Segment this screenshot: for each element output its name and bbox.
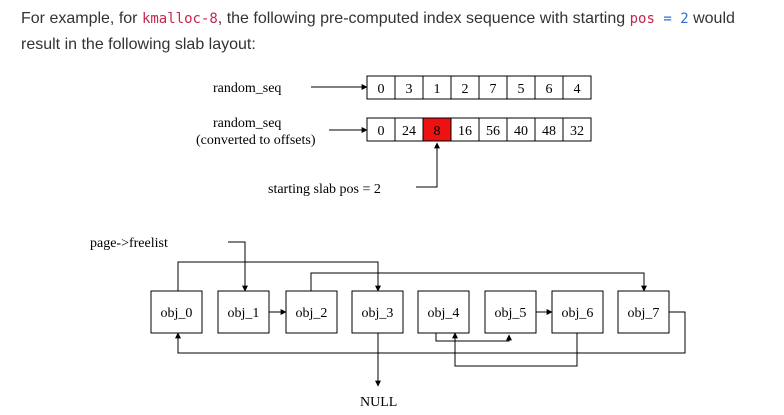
label-null: NULL bbox=[360, 395, 397, 410]
label-converted-offsets: (converted to offsets) bbox=[196, 133, 316, 148]
random-seq-row: 0 3 1 2 7 5 6 4 bbox=[366, 75, 592, 100]
seq-row-value-6: 6 bbox=[546, 82, 553, 97]
label-page-freelist: page->freelist bbox=[90, 236, 168, 251]
link-obj6-to-obj4 bbox=[452, 332, 578, 367]
link-obj0-to-obj3 bbox=[177, 261, 381, 292]
obj-label-2: obj_2 bbox=[296, 306, 328, 321]
seq-row-value-4: 7 bbox=[490, 82, 497, 97]
obj-box-6 bbox=[551, 290, 604, 334]
obj-box-5 bbox=[484, 290, 537, 334]
code-value: 2 bbox=[680, 11, 689, 27]
link-obj7-to-obj0 bbox=[175, 311, 686, 354]
off-row-value-1: 24 bbox=[402, 124, 416, 139]
off-row-value-7: 32 bbox=[570, 124, 584, 139]
seq-row-value-0: 0 bbox=[378, 82, 385, 97]
code-op: = bbox=[663, 11, 672, 27]
off-row-value-5: 40 bbox=[514, 124, 528, 139]
label-random-seq: random_seq bbox=[213, 81, 281, 96]
obj-label-4: obj_4 bbox=[428, 306, 460, 321]
off-row-value-3: 16 bbox=[458, 124, 472, 139]
off-row-value-0: 0 bbox=[378, 124, 385, 139]
seq-row-value-7: 4 bbox=[574, 82, 581, 97]
obj-box-1 bbox=[217, 290, 270, 334]
code-pos: pos bbox=[629, 11, 655, 27]
obj-label-3: obj_3 bbox=[362, 306, 394, 321]
seq-row-value-1: 3 bbox=[406, 82, 413, 97]
link-obj2-to-obj7 bbox=[310, 272, 647, 292]
off-row-value-6: 48 bbox=[542, 124, 556, 139]
obj-box-3 bbox=[351, 290, 404, 334]
intro-text-2: , the following pre-computed index seque… bbox=[217, 10, 630, 27]
obj-box-4 bbox=[417, 290, 470, 334]
arrow-starting-pos bbox=[416, 142, 440, 188]
obj-label-7: obj_7 bbox=[628, 306, 660, 321]
intro-text-1: For example, for bbox=[21, 10, 142, 27]
intro-paragraph: For example, for kmalloc-8, the followin… bbox=[21, 6, 771, 57]
seq-row-value-5: 5 bbox=[518, 82, 525, 97]
off-row-cell-7 bbox=[562, 117, 592, 142]
obj-label-1: obj_1 bbox=[228, 306, 260, 321]
obj-label-5: obj_5 bbox=[495, 306, 527, 321]
off-row-value-2: 8 bbox=[434, 124, 441, 139]
offsets-row: 0 24 8 16 56 40 48 32 bbox=[366, 117, 592, 142]
intro-text-3: would result in the following slab layou… bbox=[21, 10, 735, 53]
seq-row-cell-7 bbox=[562, 75, 592, 100]
objects-row: obj_0 obj_1 obj_2 obj_3 obj_4 obj_5 obj_6 obj_7 bbox=[150, 290, 670, 334]
off-row-value-4: 56 bbox=[486, 124, 500, 139]
label-random-seq-2: random_seq bbox=[213, 116, 281, 131]
obj-label-0: obj_0 bbox=[161, 306, 193, 321]
link-obj4-to-obj5 bbox=[435, 333, 512, 342]
obj-label-6: obj_6 bbox=[562, 306, 594, 321]
label-starting-pos: starting slab pos = 2 bbox=[268, 182, 381, 197]
seq-row-value-2: 1 bbox=[434, 82, 441, 97]
seq-row-value-3: 2 bbox=[462, 82, 469, 97]
code-kmalloc: kmalloc-8 bbox=[141, 11, 218, 27]
arrow-freelist bbox=[228, 241, 248, 292]
